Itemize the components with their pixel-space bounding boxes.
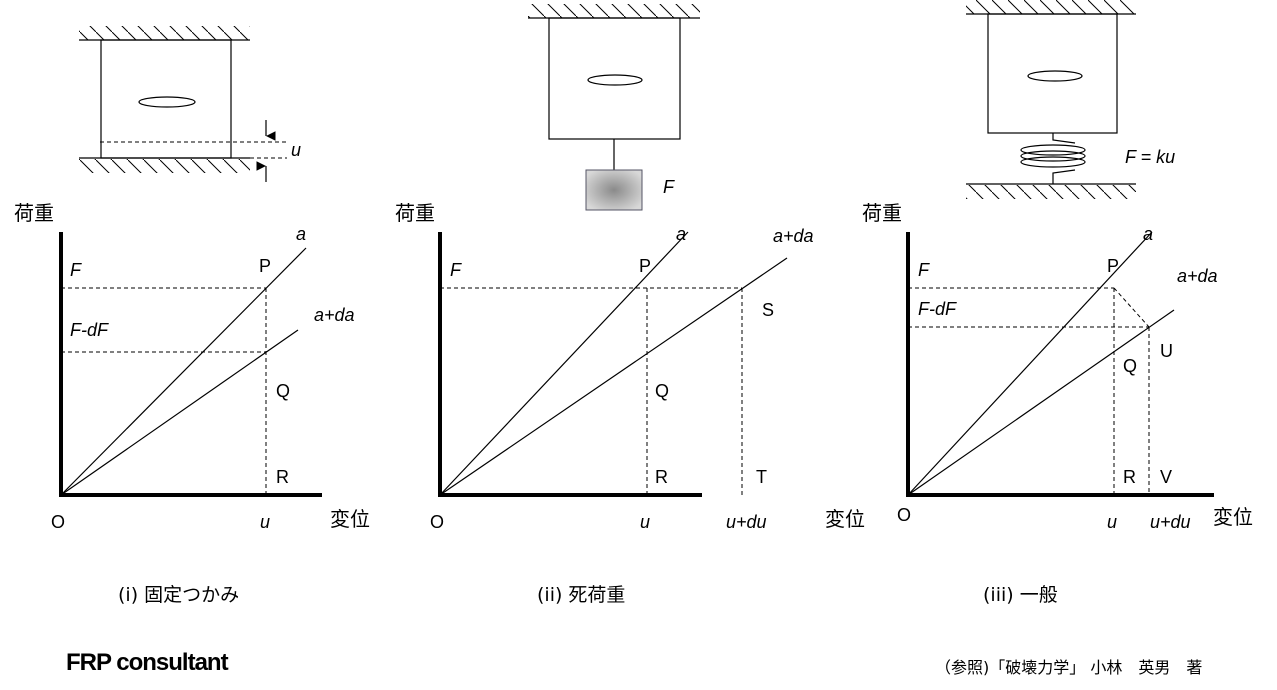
label-Q: Q [276,381,290,401]
label-R: R [1123,467,1136,487]
weight-label: F [663,177,675,197]
label-a: a [676,224,686,244]
spring-label: F = ku [1125,147,1175,167]
label-a: a [1143,224,1153,244]
origin-label: O [897,505,911,525]
graph-dead-load: 荷重 F P a a+da S Q R T O u u+du 変位 (ii) 死… [395,201,865,606]
y-axis-label: 荷重 [862,201,902,225]
label-u-du: u+du [1150,512,1191,532]
label-S: S [762,300,774,320]
label-F: F [450,260,462,280]
origin-label: O [51,512,65,532]
label-P: P [259,256,271,276]
line-a [60,247,307,496]
brand-logo: FRP consultant [66,649,229,676]
label-F-dF: F-dF [70,320,109,340]
x-axis-label: 変位 [825,507,865,531]
line-a-da [60,329,299,496]
weight-icon [585,169,643,211]
label-P: P [1107,256,1119,276]
fixed-grip-specimen: u [79,26,301,182]
label-a-da: a+da [314,305,355,325]
graph-general: 荷重 F P a F-dF a+da U Q R V O u u+du 変位 (… [862,201,1253,606]
crack-icon [587,74,643,86]
line-a [907,231,1153,496]
label-T: T [756,467,767,487]
label-V: V [1160,467,1172,487]
line-a-da [907,309,1175,496]
label-F-dF: F-dF [918,299,957,319]
reference-note: （参照)「破壊力学」 小林 英男 著 [935,658,1202,677]
label-u: u [260,512,270,532]
x-axis-label: 変位 [330,507,370,531]
caption-dead-load: (ii) 死荷重 [537,584,625,606]
label-Q: Q [655,381,669,401]
label-U: U [1160,341,1173,361]
caption-general: (iii) 一般 [983,584,1058,606]
label-u-du: u+du [726,512,767,532]
y-axis-label: 荷重 [395,201,435,225]
line-a-da [439,257,788,496]
label-a-da: a+da [773,226,814,246]
label-u: u [1107,512,1117,532]
dead-load-specimen: F [528,4,700,211]
label-Q: Q [1123,356,1137,376]
label-a: a [296,224,306,244]
label-F: F [918,260,930,280]
crack-icon [1027,70,1083,82]
x-axis-label: 変位 [1213,505,1253,529]
line-a [439,231,689,496]
spring-icon [1020,133,1086,184]
label-P: P [639,256,651,276]
displacement-label: u [291,140,301,160]
label-R: R [276,467,289,487]
label-u: u [640,512,650,532]
label-R: R [655,467,668,487]
y-axis-label: 荷重 [14,201,54,225]
label-F: F [70,260,82,280]
label-a-da: a+da [1177,266,1218,286]
graph-fixed-grip: 荷重 F P a F-dF a+da Q R O u 変位 (i) 固定つかみ [14,201,370,606]
caption-fixed-grip: (i) 固定つかみ [118,584,239,606]
origin-label: O [430,512,444,532]
spring-specimen: F = ku [966,0,1175,199]
crack-icon [138,96,196,108]
